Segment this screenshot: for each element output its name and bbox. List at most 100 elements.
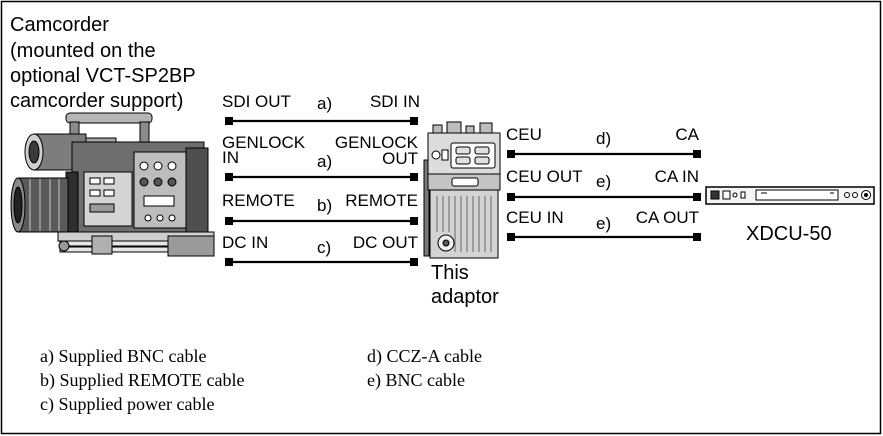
camcorder-illustration — [10, 112, 215, 257]
adaptor-label-line: This — [431, 262, 469, 284]
port-label-ceu: CEU — [506, 125, 542, 144]
adaptor-latch — [451, 177, 479, 187]
control-display — [143, 195, 175, 207]
cable-connector — [693, 150, 701, 158]
control-knob — [144, 214, 152, 222]
xdcu-button — [740, 191, 746, 199]
cable-ceu-in: CEU IN e) CA OUT — [506, 208, 701, 241]
legend-item: a) Supplied BNC cable — [40, 346, 206, 367]
panel-button — [103, 189, 115, 197]
port-label-ceu-out: CEU OUT — [506, 167, 583, 186]
xdcu-indicator — [852, 192, 858, 198]
adaptor-label-line: adaptor — [431, 286, 499, 308]
control-knob — [156, 214, 164, 222]
cable-type-label: d) — [596, 129, 611, 148]
xdcu-indicator — [732, 192, 738, 198]
adaptor-panel-connector — [474, 146, 490, 155]
adaptor-round-connector-pin — [442, 239, 450, 247]
port-label-genlock-out: GENLOCK — [335, 133, 419, 152]
handle-post — [139, 121, 150, 145]
panel-button — [89, 189, 101, 197]
lens-glass — [13, 186, 23, 224]
xdcu-indicator — [844, 192, 850, 198]
adaptor-indicator — [431, 150, 441, 160]
cable-connector — [410, 217, 418, 225]
port-label-genlock-out: OUT — [382, 149, 418, 168]
camcorder-label: Camcorder (mounted on the optional VCT-S… — [10, 14, 196, 112]
port-label-genlock-in: GENLOCK — [222, 133, 306, 152]
control-knob — [153, 161, 163, 171]
cable-dc: DC IN c) DC OUT — [222, 233, 418, 266]
control-knob — [139, 161, 149, 171]
port-label-dc-out: DC OUT — [353, 233, 418, 252]
cable-type-label: e) — [596, 214, 611, 233]
legend-item: d) CCZ-A cable — [367, 346, 482, 367]
port-label-remote-camcorder: REMOTE — [222, 191, 295, 210]
viewfinder-eyepiece — [28, 140, 40, 164]
cable-sdi: SDI OUT a) SDI IN — [222, 92, 420, 125]
cable-type-label: e) — [596, 172, 611, 191]
control-knob — [139, 177, 149, 187]
cable-connector — [693, 233, 701, 241]
adaptor-top-connector — [446, 121, 462, 134]
port-label-dc-in: DC IN — [222, 233, 268, 252]
cable-type-label: b) — [317, 196, 332, 215]
cable-type-label: a) — [317, 152, 332, 171]
adaptor-panel-connector — [455, 156, 471, 165]
port-label-ca: CA — [675, 125, 699, 144]
port-label-remote-adaptor: REMOTE — [345, 191, 418, 210]
xdcu-button — [722, 190, 731, 200]
adaptor-panel-connector — [455, 146, 471, 155]
xdcu-50-illustration — [705, 186, 875, 205]
adaptor-illustration — [423, 121, 501, 259]
port-label-genlock-in: IN — [222, 148, 239, 167]
camcorder-label-line: (mounted on the — [10, 40, 156, 62]
cable-connector — [410, 117, 418, 125]
port-label-ca-out: CA OUT — [636, 208, 699, 227]
cable-connector — [410, 258, 418, 266]
legend: a) Supplied BNC cable b) Supplied REMOTE… — [40, 346, 482, 415]
cable-ceu-out: CEU OUT e) CA IN — [506, 167, 701, 201]
camcorder-label-line: camcorder support) — [10, 90, 183, 112]
control-knob — [153, 177, 163, 187]
cable-ceu: CEU d) CA — [506, 125, 701, 158]
rod-end — [58, 240, 70, 252]
port-label-ca-in: CA IN — [655, 167, 699, 186]
xdcu-knob-center — [864, 193, 868, 197]
panel-button — [89, 203, 115, 213]
adaptor-label: This adaptor — [431, 262, 499, 308]
adaptor-top-connector — [432, 124, 443, 134]
legend-item: e) BNC cable — [367, 370, 465, 391]
port-label-ceu-in: CEU IN — [506, 208, 564, 227]
panel-button — [103, 177, 115, 185]
support-clamp — [91, 235, 113, 255]
lens-barrel — [17, 177, 69, 233]
adaptor-side-strip — [423, 159, 430, 257]
legend-item: c) Supplied power cable — [40, 394, 214, 415]
cable-genlock: GENLOCK IN a) GENLOCK OUT — [222, 133, 419, 181]
carry-handle — [65, 112, 153, 124]
panel-button — [89, 177, 101, 185]
legend-item: b) Supplied REMOTE cable — [40, 370, 244, 391]
port-label-sdi-out: SDI OUT — [222, 92, 291, 111]
adaptor-indicator — [441, 149, 449, 161]
port-label-sdi-in: SDI IN — [370, 92, 420, 111]
cable-connector — [410, 173, 418, 181]
control-knob — [168, 214, 176, 222]
adaptor-panel-connector — [474, 156, 490, 165]
control-knob — [167, 161, 177, 171]
cable-type-label: c) — [317, 238, 331, 257]
xdcu-50-label: XDCU-50 — [746, 223, 832, 245]
adaptor-top-connector — [465, 125, 475, 134]
xdcu-slot — [755, 189, 839, 201]
xdcu-button — [710, 190, 720, 200]
cable-remote: REMOTE b) REMOTE — [222, 191, 418, 225]
camcorder-label-line: optional VCT-SP2BP — [10, 65, 196, 87]
support-base — [167, 235, 215, 257]
adaptor-top-connector — [479, 122, 493, 134]
control-knob — [167, 177, 177, 187]
cable-connector — [693, 193, 701, 201]
camcorder-label-line: Camcorder — [10, 14, 109, 36]
rear-battery — [185, 147, 209, 233]
